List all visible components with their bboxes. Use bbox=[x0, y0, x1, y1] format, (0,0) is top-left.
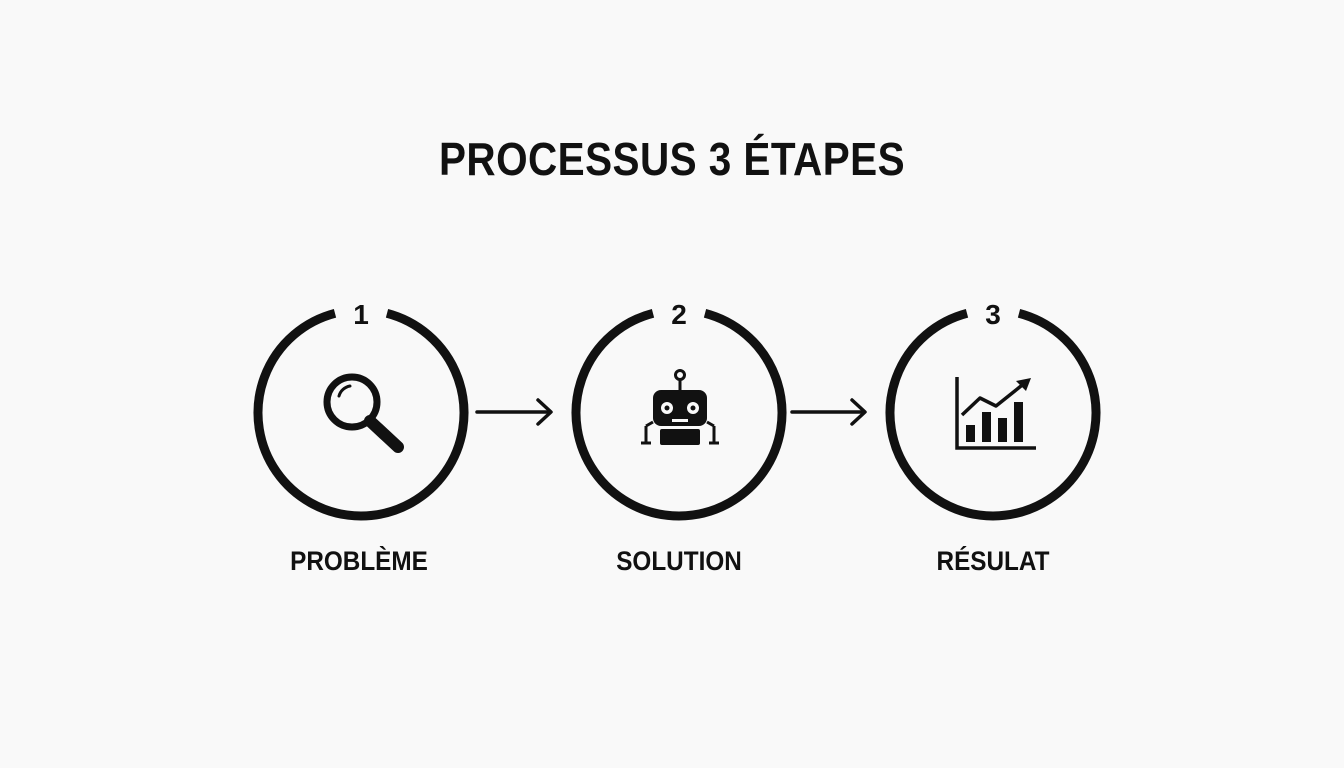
step-1-number: 1 bbox=[353, 299, 369, 330]
arrow-2-to-3 bbox=[790, 398, 867, 426]
step-1-label: PROBLÈME bbox=[290, 546, 428, 576]
diagram-title: PROCESSUS 3 ÉTAPES bbox=[438, 133, 906, 185]
step-1: 1 bbox=[253, 299, 469, 521]
step-3: 3 bbox=[885, 299, 1101, 521]
step-2-number: 2 bbox=[671, 299, 687, 330]
step-2: 2 bbox=[571, 299, 787, 521]
growth-chart-icon bbox=[955, 377, 1036, 450]
step-3-label: RÉSULAT bbox=[936, 546, 1050, 576]
arrow-1-to-2 bbox=[475, 398, 553, 426]
step-1-ring bbox=[253, 308, 469, 521]
step-2-ring bbox=[571, 308, 787, 521]
magnifying-glass-icon bbox=[323, 373, 404, 453]
step-3-number: 3 bbox=[985, 299, 1001, 330]
step-3-ring bbox=[885, 308, 1101, 521]
step-2-label: SOLUTION bbox=[616, 546, 742, 576]
robot-icon bbox=[641, 369, 719, 445]
